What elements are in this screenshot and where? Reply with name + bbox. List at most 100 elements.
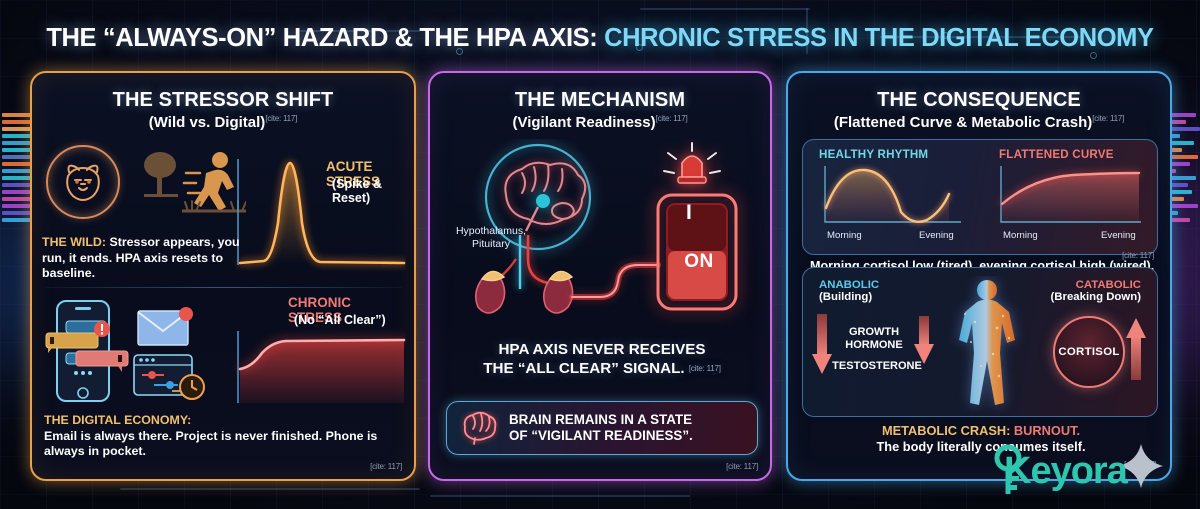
digital-description-key: THE DIGITAL ECONOMY:	[44, 413, 192, 427]
tiger-head-icon	[46, 145, 120, 219]
circuit-node	[636, 44, 643, 51]
chart-chronic-stress: CHRONIC STRESS (No “All Clear”)	[228, 295, 406, 407]
anatomy-label: Hypothalamus, Pituitary	[438, 225, 544, 251]
growth-hormone-line1: GROWTH	[848, 326, 900, 338]
arrow-down-icon	[914, 316, 934, 364]
circuit-trace	[430, 495, 690, 497]
callout-line1: BRAIN REMAINS IN A STATE	[509, 411, 693, 427]
wild-description-body: Stressor appears, you run, it ends. HPA …	[42, 235, 240, 280]
circuit-trace	[120, 488, 420, 490]
mechanism-statement-line2: THE “ALL CLEAR” SIGNAL. [cite: 117]	[430, 359, 774, 378]
right-panel-subtitle: (Flattened Curve & Metabolic Crash)[cite…	[788, 114, 1170, 131]
wild-illustration-group	[42, 145, 408, 231]
growth-hormone-line2: HORMONE	[845, 339, 903, 351]
metabolic-crash-statement: METABOLIC CRASH: BURNOUT. The body liter…	[788, 423, 1174, 454]
mid-panel-subtitle: (Vigilant Readiness)[cite: 117]	[430, 114, 770, 131]
envelope-badge-icon	[137, 307, 193, 346]
digital-description-body: Email is always there. Project is never …	[44, 428, 378, 459]
chat-bubble-warning-icon	[75, 350, 129, 372]
growth-hormone-label: GROWTH HORMONE	[839, 326, 909, 352]
human-body-silhouette-icon	[959, 280, 1015, 405]
brand-logo: Keyora	[986, 444, 1186, 502]
chronic-stress-sublabel: (No “All Clear”)	[294, 313, 386, 327]
anabolic-label: ANABOLIC (Building)	[819, 276, 879, 303]
chart-acute-stress: ACUTE STRESS (Spike & Reset)	[228, 153, 406, 271]
sparkle-star-icon	[1119, 444, 1163, 488]
circuit-trace	[640, 8, 810, 10]
catabolic-label: CATABOLIC (Breaking Down)	[1051, 276, 1142, 303]
page-title: THE “ALWAYS-ON” HAZARD & THE HPA AXIS: C…	[0, 24, 1200, 53]
healthy-x-end-label: Evening	[919, 230, 954, 241]
chat-bubble-alert-icon	[45, 332, 99, 353]
mechanism-statement: HPA AXIS NEVER RECEIVES THE “ALL CLEAR” …	[430, 340, 774, 378]
cortisol-label: CORTISOL	[1058, 346, 1120, 358]
circuit-node	[1090, 52, 1097, 59]
arrow-down-icon	[812, 314, 832, 374]
crash-key: METABOLIC CRASH:	[881, 423, 1011, 438]
left-panel-subtitle-text: (Wild vs. Digital)	[148, 114, 266, 131]
digital-illustration-group	[44, 297, 212, 405]
wild-description-key: THE WILD:	[42, 235, 107, 249]
project-timeline-clock-icon	[133, 354, 205, 400]
left-panel-title: THE STRESSOR SHIFT	[112, 89, 334, 111]
healthy-x-start-label: Morning	[827, 230, 862, 241]
brain-icon	[504, 161, 587, 225]
flattened-x-start-label: Morning	[1003, 230, 1038, 241]
vigilant-readiness-callout: BRAIN REMAINS IN A STATE OF “VIGILANT RE…	[446, 401, 758, 455]
circuit-node	[942, 32, 949, 39]
brand-name: Keyora	[1004, 450, 1128, 492]
mechanism-statement-line1: HPA AXIS NEVER RECEIVES	[498, 341, 706, 358]
mid-panel-subtitle-text: (Vigilant Readiness)	[512, 114, 656, 131]
cortisol-rhythm-card: HEALTHY RHYTHM FLATTENED CURVE Morning E…	[802, 139, 1158, 255]
anatomy-label-line2: Pituitary	[472, 238, 510, 250]
wild-description: THE WILD: Stressor appears, you run, it …	[42, 235, 257, 282]
anatomy-label-line1: Hypothalamus,	[455, 225, 527, 237]
acute-stress-label: ACUTE STRESS	[326, 159, 381, 189]
flattened-curve-label: FLATTENED CURVE	[999, 148, 1114, 161]
circuit-trace	[300, 30, 420, 32]
notification-badge-icon	[94, 321, 110, 337]
rhythm-card-cite: [cite: 117]	[1122, 251, 1154, 260]
flattened-x-end-label: Evening	[1101, 230, 1136, 241]
toggle-switch-on-icon	[656, 193, 738, 311]
mid-panel-cite: [cite: 117]	[655, 114, 688, 123]
circuit-node	[456, 48, 463, 55]
mid-panel-title: THE MECHANISM	[514, 89, 686, 111]
running-person-icon	[182, 152, 246, 213]
vigilant-readiness-text: BRAIN REMAINS IN A STATE OF “VIGILANT RE…	[509, 412, 693, 445]
circuit-trace	[880, 36, 1080, 38]
tree-icon	[144, 152, 178, 197]
circuit-trace	[806, 8, 808, 54]
testosterone-label: TESTOSTERONE	[832, 360, 922, 372]
key-icon	[994, 444, 1022, 494]
metabolic-balance-card: ANABOLIC (Building) CATABOLIC (Breaking …	[802, 267, 1158, 417]
panel-divider	[46, 287, 402, 288]
arrow-up-icon	[1126, 318, 1146, 380]
callout-line2: OF “VIGILANT READINESS”.	[509, 428, 693, 443]
left-panel-subtitle: (Wild vs. Digital)[cite: 117]	[32, 114, 414, 131]
chart-flattened-curve	[1000, 166, 1141, 223]
title-part-primary: THE “ALWAYS-ON” HAZARD & THE HPA AXIS:	[46, 24, 598, 52]
acute-stress-sublabel: (Spike & Reset)	[332, 177, 383, 205]
alarm-beacon-icon	[663, 142, 721, 184]
title-part-accent: CHRONIC STRESS IN THE DIGITAL ECONOMY	[604, 24, 1154, 52]
right-panel-cite: [cite: 117]	[1092, 114, 1125, 123]
right-panel-subtitle-text: (Flattened Curve & Metabolic Crash)	[833, 114, 1093, 131]
mechanism-statement-cite: [cite: 117]	[688, 364, 721, 373]
panel-stressor-shift: THE STRESSOR SHIFT (Wild vs. Digital)[ci…	[30, 71, 416, 481]
switch-bar-label: I	[686, 201, 692, 224]
digital-description: THE DIGITAL ECONOMY:Email is always ther…	[44, 413, 394, 460]
brain-icon	[463, 411, 497, 445]
healthy-rhythm-label: HEALTHY RHYTHM	[819, 148, 929, 161]
crash-value: BURNOUT.	[1010, 423, 1081, 438]
chart-healthy-rhythm	[824, 166, 961, 223]
hpa-axis-diagram	[474, 142, 738, 314]
left-panel-footer-cite: [cite: 117]	[370, 462, 402, 471]
panel-mechanism: THE MECHANISM (Vigilant Readiness)[cite:…	[428, 71, 772, 481]
crash-body: The body literally consumes itself.	[876, 439, 1086, 454]
right-panel-title: THE CONSEQUENCE	[877, 89, 1081, 111]
anabolic-sublabel: (Building)	[819, 291, 873, 303]
panel-consequence: THE CONSEQUENCE (Flattened Curve & Metab…	[786, 71, 1172, 481]
catabolic-label-text: CATABOLIC	[1075, 279, 1141, 291]
